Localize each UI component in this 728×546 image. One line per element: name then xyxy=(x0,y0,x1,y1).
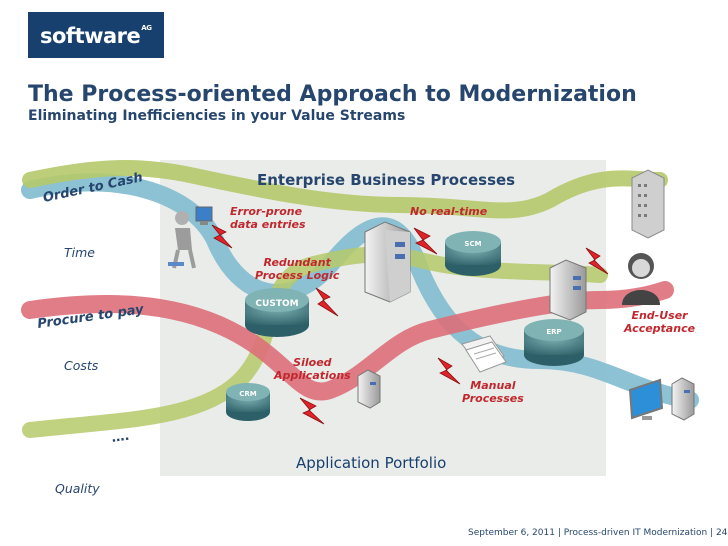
system-label-crm: CRM xyxy=(239,390,257,398)
system-label-erp: ERP xyxy=(546,328,561,336)
server-icon-main xyxy=(364,221,411,303)
stream-ellipsis: …. xyxy=(110,429,130,446)
logo-text: softwareAG xyxy=(40,24,152,48)
application-portfolio-label: Application Portfolio xyxy=(296,454,447,472)
server-icon-enduser xyxy=(671,377,695,421)
server-icon-right xyxy=(549,259,587,321)
issue-siloed-line2: Applications xyxy=(274,369,351,382)
person-icon xyxy=(622,253,660,305)
server-icon-small xyxy=(357,369,381,409)
green-stream-top xyxy=(22,160,668,219)
issue-error-prone: Error-prone data entries xyxy=(230,205,306,231)
crm-database-icon xyxy=(226,383,270,421)
logo-suffix: AG xyxy=(141,24,152,32)
side-label-quality: Quality xyxy=(55,481,100,496)
issue-redundant-line2: Process Logic xyxy=(255,269,340,282)
issue-manual-line2: Processes xyxy=(462,392,524,405)
issue-siloed-line1: Siloed xyxy=(293,356,332,369)
building-icon xyxy=(631,169,665,239)
slide-subtitle: Eliminating Inefficiencies in your Value… xyxy=(28,108,406,124)
user-at-computer-icon xyxy=(168,206,213,269)
issue-end-user-line2: Acceptance xyxy=(624,322,696,335)
issue-error-prone-line1: Error-prone xyxy=(230,205,303,218)
lightning-icon xyxy=(211,224,609,425)
issue-end-user: End-User Acceptance xyxy=(624,309,695,335)
issue-end-user-line1: End-User xyxy=(631,309,688,322)
enterprise-processes-label: Enterprise Business Processes xyxy=(257,171,516,189)
procure-to-pay-stream xyxy=(21,281,674,401)
side-label-costs: Costs xyxy=(64,358,99,373)
logo-name: software xyxy=(40,24,141,48)
issue-error-prone-line2: data entries xyxy=(230,218,306,231)
custom-database-icon xyxy=(245,288,309,337)
system-label-custom: CUSTOM xyxy=(255,299,298,309)
issue-manual: Manual Processes xyxy=(462,379,524,405)
software-ag-logo xyxy=(28,12,164,58)
side-label-time: Time xyxy=(64,245,95,260)
issue-no-realtime: No real-time xyxy=(410,205,488,218)
monitor-icon xyxy=(628,378,664,420)
slide-footer: September 6, 2011 | Process-driven IT Mo… xyxy=(468,528,728,538)
document-icon xyxy=(461,335,507,373)
issue-manual-line1: Manual xyxy=(470,379,516,392)
system-label-scm: SCM xyxy=(464,240,481,248)
issue-siloed: Siloed Applications xyxy=(274,356,351,382)
issue-redundant-line1: Redundant xyxy=(263,256,331,269)
slide-title: The Process-oriented Approach to Moderni… xyxy=(28,82,637,107)
issue-redundant: Redundant Process Logic xyxy=(255,256,339,282)
erp-database-icon xyxy=(524,319,584,366)
scm-database-icon xyxy=(445,231,501,276)
